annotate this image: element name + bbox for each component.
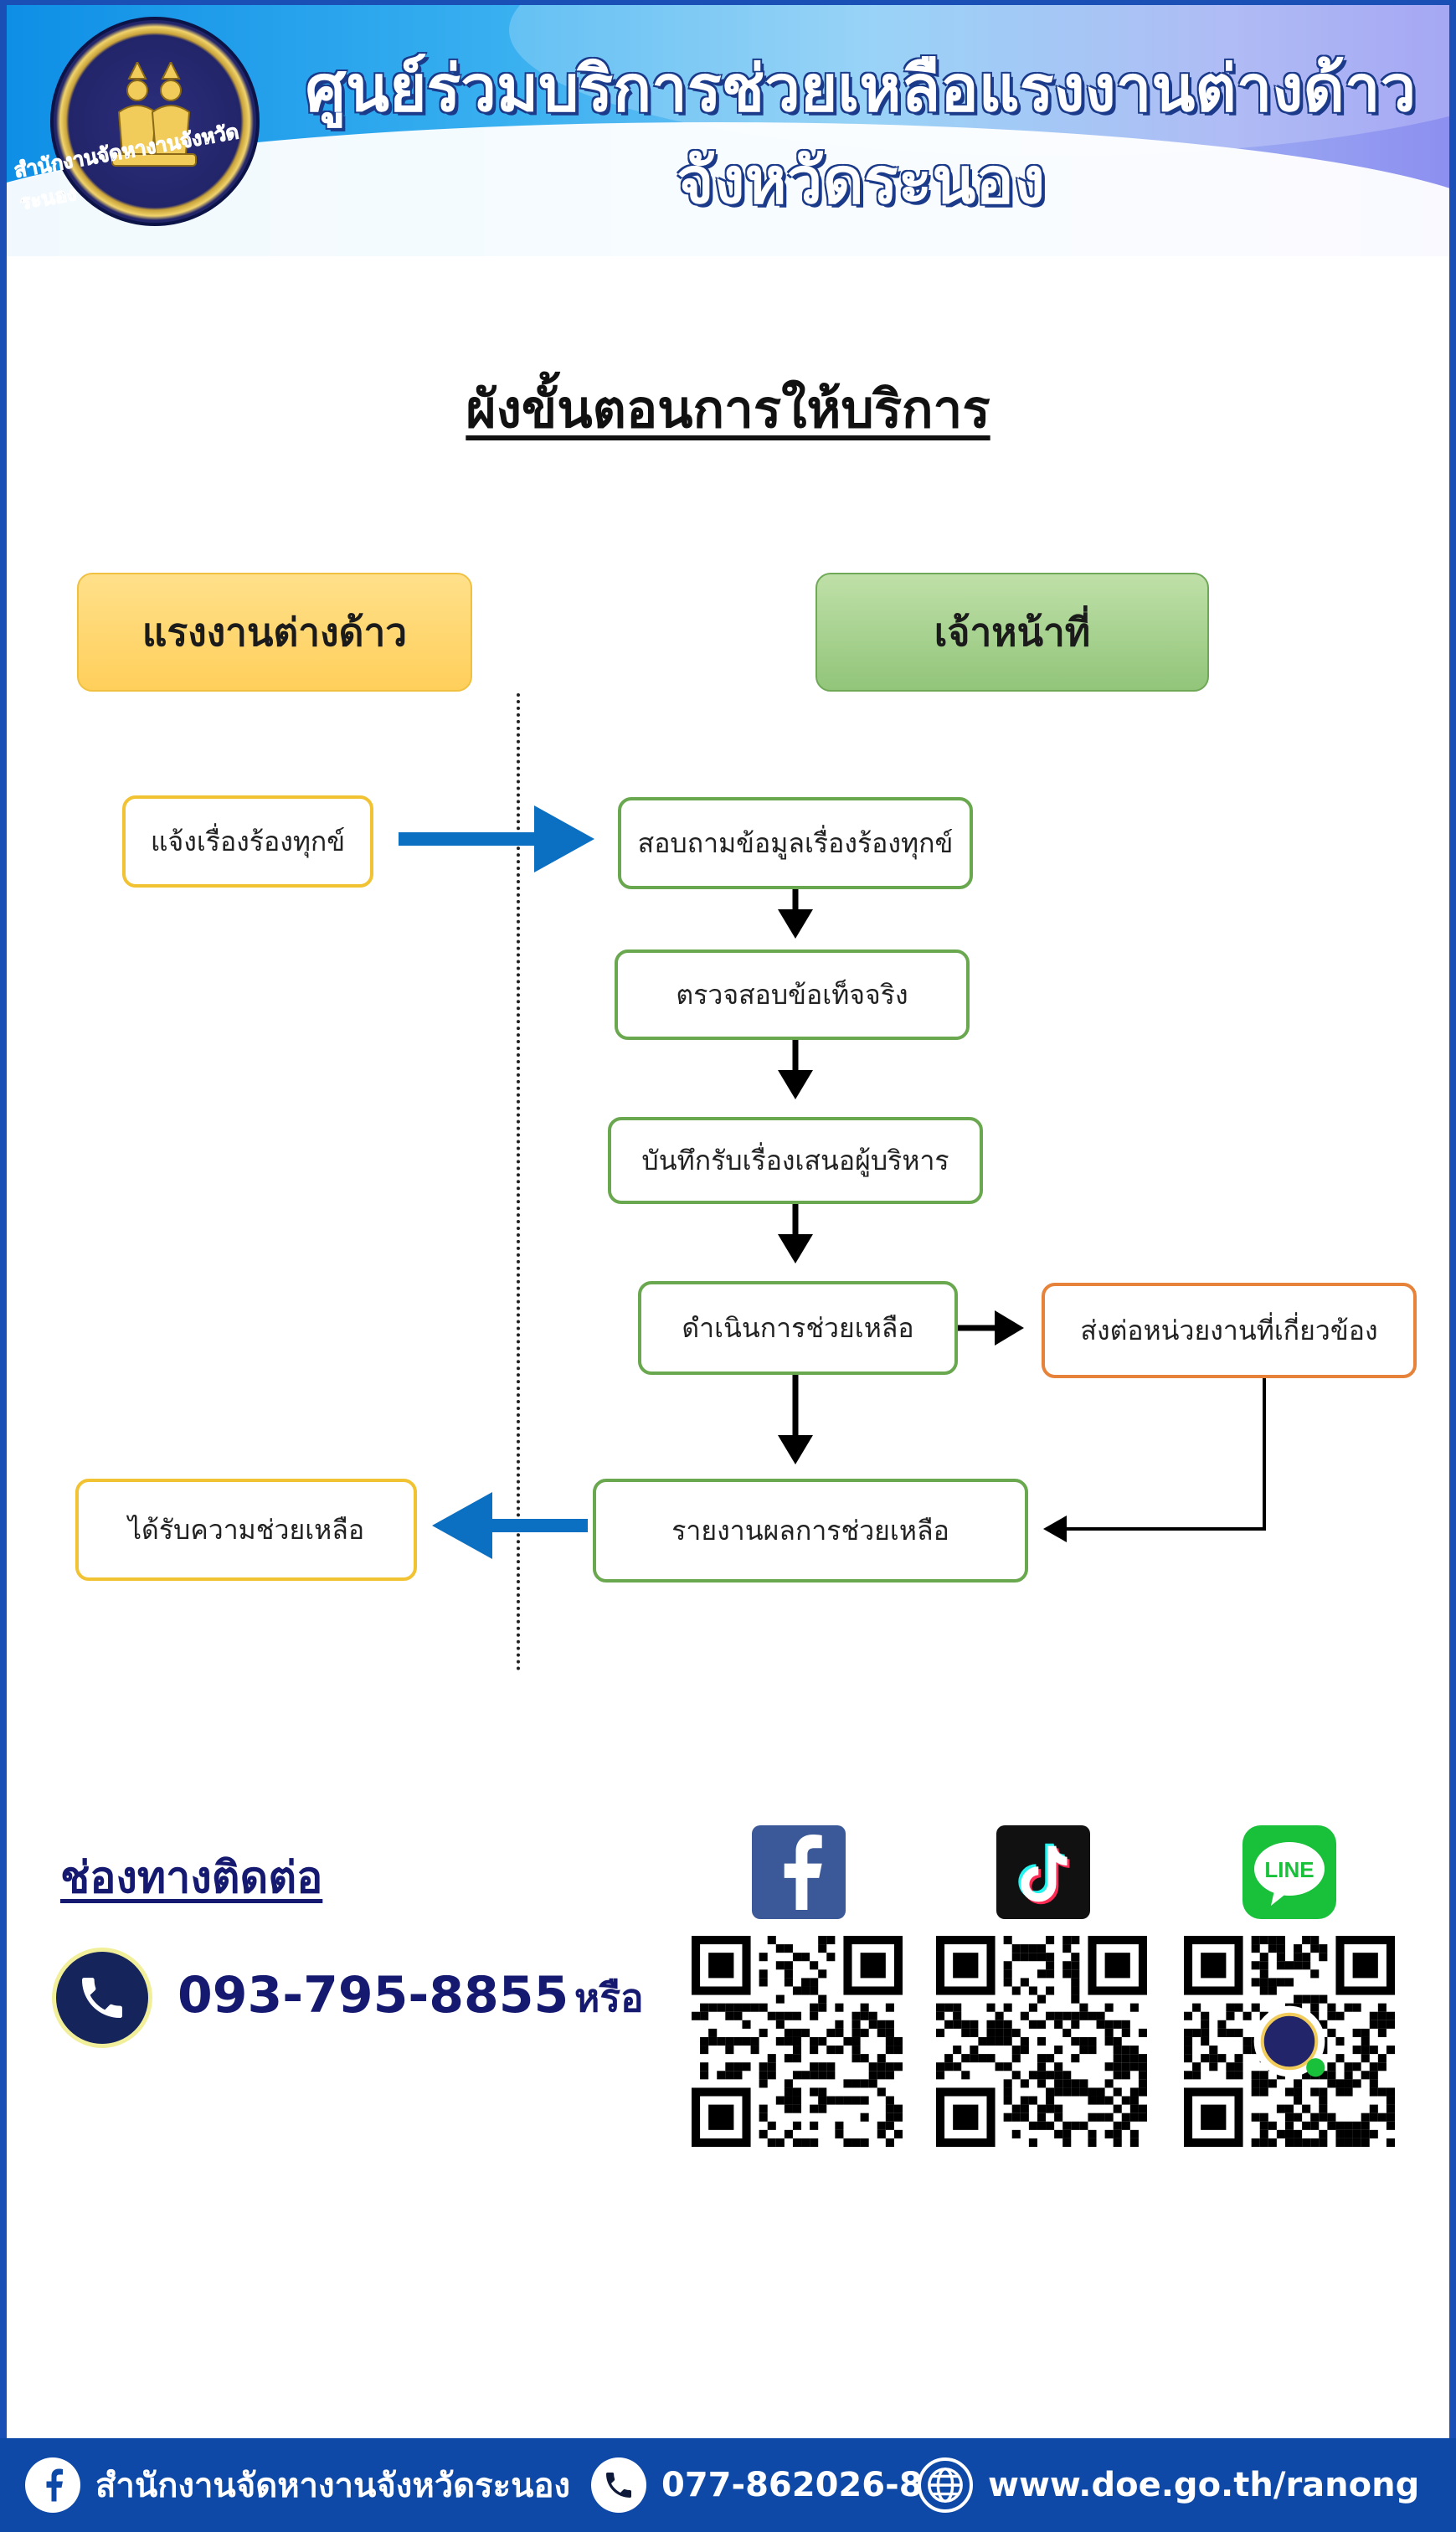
tiktok-icon[interactable]	[996, 1825, 1090, 1919]
contact-phone[interactable]: 093-795-8855	[177, 1966, 569, 2025]
step-record-present: บันทึกรับเรื่องเสนอผู้บริหาร	[608, 1117, 983, 1204]
phone-icon	[52, 1948, 152, 2048]
flowchart-title: ผังขั้นตอนการให้บริการ	[466, 378, 990, 440]
page-title: ศูนย์ร่วมบริการช่วยเหลือแรงงานต่างด้าว	[305, 51, 1417, 126]
tiktok-qr-code[interactable]	[936, 1936, 1147, 2147]
lane-header-officer: เจ้าหน้าที่	[815, 573, 1209, 692]
step-perform-help: ดำเนินการช่วยเหลือ	[638, 1281, 958, 1375]
svg-text:LINE: LINE	[1264, 1857, 1314, 1882]
lane-header-worker: แรงงานต่างด้าว	[77, 573, 472, 692]
lane-divider	[517, 693, 520, 1671]
footer-bar: สำนักงานจัดหางานจังหวัดระนอง 077-862026-…	[0, 2438, 1456, 2532]
contact-title: ช่องทางติดต่อ	[60, 1853, 323, 1903]
facebook-icon	[25, 2457, 80, 2513]
step-receive-help: ได้รับความช่วยเหลือ	[75, 1479, 417, 1581]
phone-icon	[591, 2457, 646, 2513]
arrow-forward-to-result	[1043, 1378, 1266, 1542]
header-banner: สำนักงานจัดหางานจังหวัดระนอง ศูนย์ร่วมบร…	[7, 5, 1449, 256]
step-verify-facts: ตรวจสอบข้อเท็จจริง	[615, 950, 970, 1040]
footer-website[interactable]: www.doe.go.th/ranong	[918, 2438, 1419, 2532]
step-forward-agency: ส่งต่อหน่วยงานที่เกี่ยวข้อง	[1042, 1283, 1417, 1378]
step-report-complaint: แจ้งเรื่องร้องทุกข์	[122, 795, 373, 888]
footer-website-label: www.doe.go.th/ranong	[988, 2466, 1420, 2504]
facebook-qr-code[interactable]	[692, 1936, 903, 2147]
line-icon[interactable]: LINE	[1242, 1825, 1336, 1919]
step-inquire-info: สอบถามข้อมูลเรื่องร้องทุกข์	[618, 797, 973, 889]
globe-icon	[918, 2457, 973, 2513]
footer-facebook-label: สำนักงานจัดหางานจังหวัดระนอง	[95, 2467, 570, 2505]
page-subtitle: จังหวัดระนอง	[676, 143, 1046, 218]
footer-phone-label: 077-862026-8	[661, 2466, 923, 2504]
step-report-result: รายงานผลการช่วยเหลือ	[593, 1479, 1028, 1582]
deity-emblem-icon	[111, 62, 197, 167]
or-label: หรือ	[574, 1975, 644, 2020]
department-seal-logo	[50, 17, 260, 226]
footer-phone[interactable]: 077-862026-8	[591, 2438, 923, 2532]
line-qr-code[interactable]	[1184, 1936, 1395, 2147]
footer-facebook[interactable]: สำนักงานจัดหางานจังหวัดระนอง	[25, 2438, 570, 2532]
facebook-icon[interactable]	[752, 1825, 846, 1919]
